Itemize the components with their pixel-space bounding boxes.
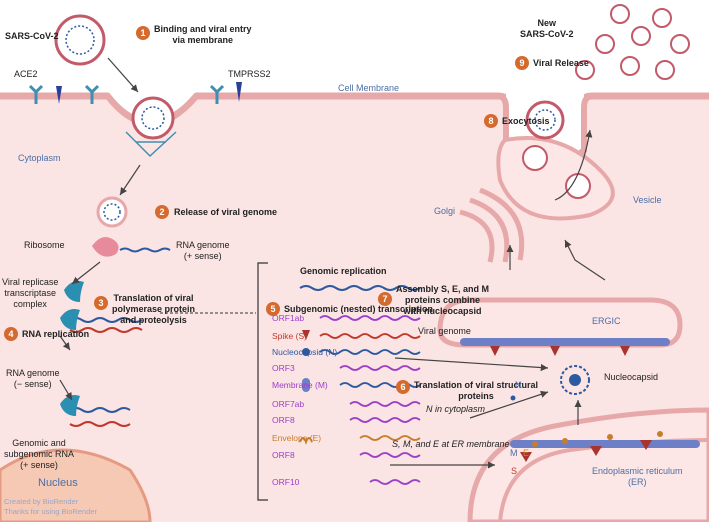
orf-label-orf10: ORF10 <box>272 477 300 487</box>
golgi <box>459 187 525 263</box>
orf-waves <box>319 315 421 485</box>
rna-replication-waves <box>69 247 171 427</box>
golgi-label: Golgi <box>434 206 456 216</box>
m-letter: M <box>510 448 518 458</box>
er-label: Endoplasmic reticulum(ER) <box>592 466 683 487</box>
step-2-badge: 2 <box>155 205 169 219</box>
step-4-badge: 4 <box>4 327 18 341</box>
rna-genome-minus-label: RNA genome(− sense) <box>6 368 60 389</box>
orf-label-spike: Spike (S) <box>272 331 307 341</box>
tmprss2-label: TMPRSS2 <box>228 69 271 79</box>
er-membrane-proteins <box>510 431 700 462</box>
step-8-label: Exocytosis <box>502 116 550 126</box>
orf-label-orf8: ORF8 <box>272 415 295 425</box>
virus-particles <box>54 4 690 228</box>
cytoplasm-label: Cytoplasm <box>18 153 61 163</box>
orf-label-envelope: Envelope (E) <box>272 433 322 443</box>
envelope-icon <box>299 437 313 445</box>
orf-label-orf7ab: ORF7ab <box>272 399 305 409</box>
step-3-badge: 3 <box>94 296 108 310</box>
ace2-receptors <box>28 84 225 104</box>
step-4-label: RNA replication <box>22 329 90 339</box>
orf-label-orf1ab: ORF1ab <box>272 313 305 323</box>
sars-cov-2-label: SARS-CoV-2 <box>5 31 59 41</box>
step-6-badge: 6 <box>396 380 410 394</box>
rna-genome-plus-label: RNA genome(+ sense) <box>176 240 230 261</box>
ergic-label: ERGIC <box>592 316 621 326</box>
step-9-badge: 9 <box>515 56 529 70</box>
replicase-complex <box>64 281 84 302</box>
orf-bracket <box>257 262 268 501</box>
nucleus <box>0 448 152 522</box>
viral-genome-label: Viral genome <box>418 326 471 336</box>
n-cytoplasm-label: N in cytoplasm <box>426 404 486 414</box>
s-letter: S <box>511 466 518 476</box>
cell-membrane-label: Cell Membrane <box>338 83 400 93</box>
tmprss2-protease <box>56 86 62 104</box>
membrane-icon <box>302 378 310 392</box>
ergic <box>437 297 683 348</box>
orf-label-nucleocapsid: Nucleocapsid (N) <box>272 347 338 357</box>
vesicle-label: Vesicle <box>633 195 662 205</box>
genomic-replication-label: Genomic replication <box>300 266 387 276</box>
step-5-label: Subgenomic (nested) transcription <box>284 304 434 314</box>
spike-icon <box>302 330 310 340</box>
nucleocapsid-complex <box>560 365 590 395</box>
step-2-label: Release of viral genome <box>174 207 278 217</box>
endoplasmic-reticulum <box>467 407 709 522</box>
e-letter: E <box>523 448 530 458</box>
step-9-label: Viral Release <box>533 58 589 68</box>
ace2-label: ACE2 <box>14 69 38 79</box>
flow-arrows <box>59 57 606 469</box>
ribosome-label: Ribosome <box>24 240 65 250</box>
step-5-badge: 5 <box>266 302 280 316</box>
nucleus-label: Nucleus <box>38 477 78 489</box>
genomic-replication-rna <box>299 285 421 291</box>
n-protein-dot <box>510 395 516 401</box>
clathrin-coat <box>125 131 177 158</box>
step-7-badge: 7 <box>378 292 392 306</box>
n-letter: N <box>515 380 522 390</box>
nucleocapsid-icon <box>302 348 310 356</box>
step-1-badge: 1 <box>136 26 150 40</box>
orf-label-membrane: Membrane (M) <box>272 380 328 390</box>
nucleocapsid-label: Nucleocapsid <box>604 372 659 382</box>
s-m-e-er-label: S, M, and E at ER membrane <box>392 439 510 449</box>
orf-label-orf3: ORF3 <box>272 363 295 373</box>
orf-label-orf8-b: ORF8 <box>272 450 295 460</box>
step-8-badge: 8 <box>484 114 498 128</box>
ribosome <box>92 237 119 257</box>
